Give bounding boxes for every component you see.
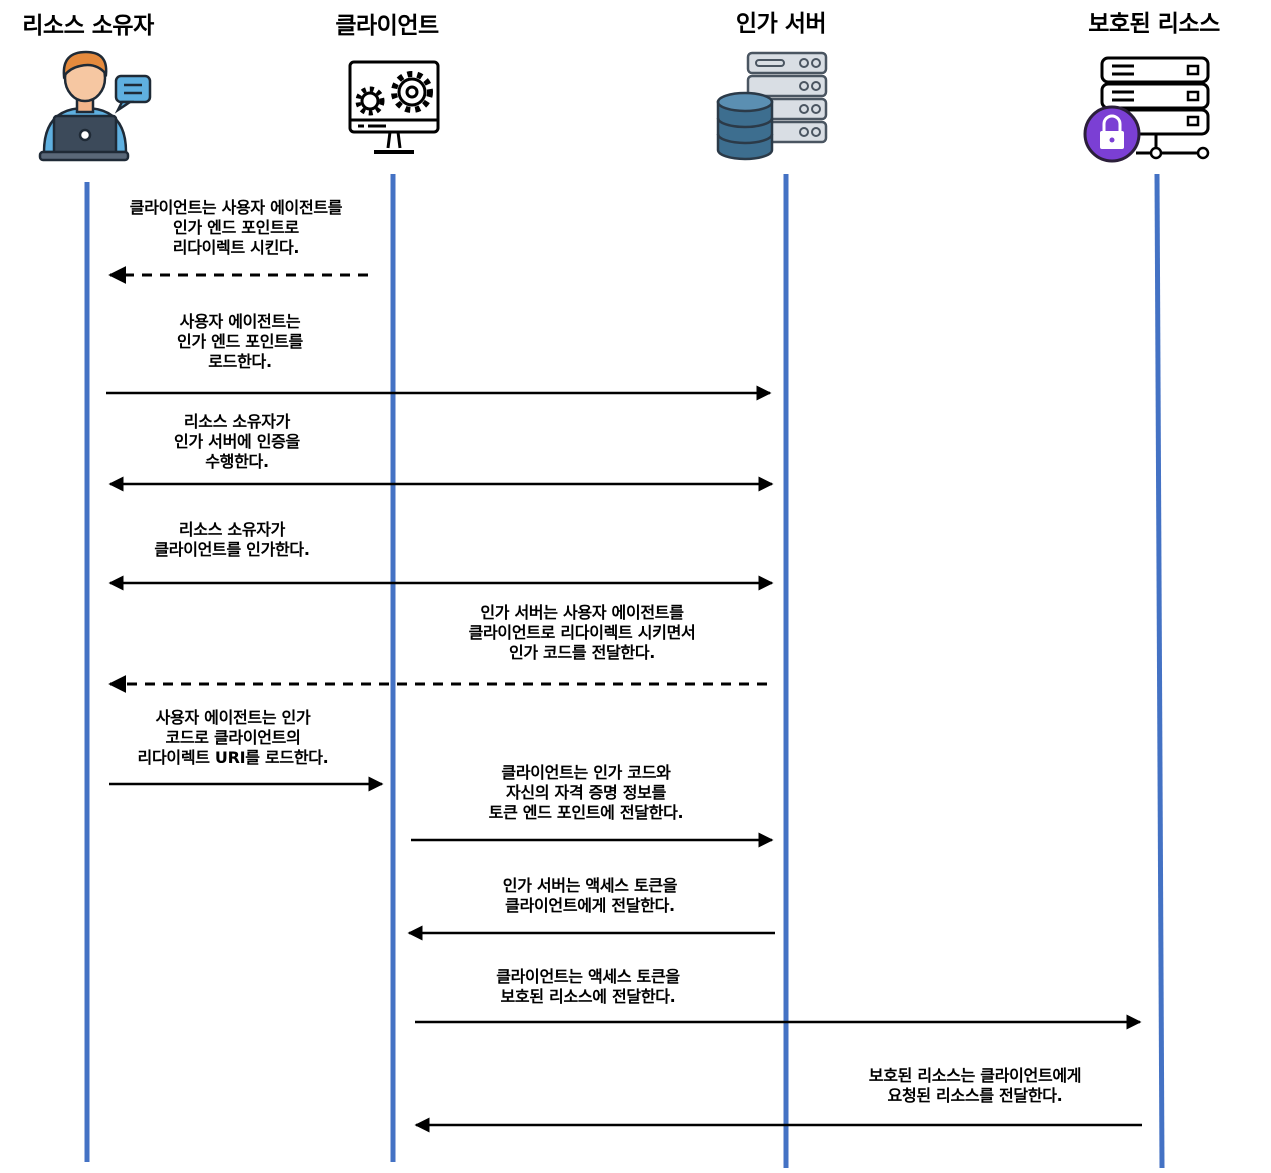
message-label-3: 리소스 소유자가 인가 서버에 인증을 수행한다. (174, 412, 300, 471)
monitor-gears-icon (348, 60, 440, 154)
lifeline-protected-resource (1154, 173, 1165, 1169)
message-label-4: 리소스 소유자가 클라이언트를 인가한다. (154, 520, 310, 559)
message-label-8: 인가 서버는 액세스 토큰을 클라이언트에게 전달한다. (502, 876, 678, 915)
message-label-9: 클라이언트는 액세스 토큰을 보호된 리소스에 전달한다. (496, 967, 680, 1006)
message-label-6: 사용자 에이전트는 인가 코드로 클라이언트의 리다이렉트 URI를 로드한다. (137, 708, 329, 767)
actor-title-client: 클라이언트 (335, 13, 439, 39)
actor-title-resource-owner: 리소스 소유자 (22, 13, 154, 39)
message-label-2: 사용자 에이전트는 인가 엔드 포인트를 로드한다. (177, 312, 303, 371)
server-lock-icon (1083, 56, 1210, 163)
actor-title-auth-server: 인가 서버 (735, 11, 827, 37)
message-label-7: 클라이언트는 인가 코드와 자신의 자격 증명 정보를 토큰 엔드 포인트에 전… (488, 763, 684, 822)
message-label-10: 보호된 리소스는 클라이언트에게 요청된 리소스를 전달한다. (868, 1066, 1082, 1105)
message-label-1: 클라이언트는 사용자 에이전트를 인가 엔드 포인트로 리다이렉트 시킨다. (129, 198, 343, 257)
user-laptop-icon (38, 50, 152, 162)
server-database-icon (716, 51, 828, 161)
message-label-5: 인가 서버는 사용자 에이전트를 클라이언트로 리다이렉트 시키면서 인가 코드… (468, 603, 696, 662)
actor-title-protected-resource: 보호된 리소스 (1088, 11, 1220, 37)
